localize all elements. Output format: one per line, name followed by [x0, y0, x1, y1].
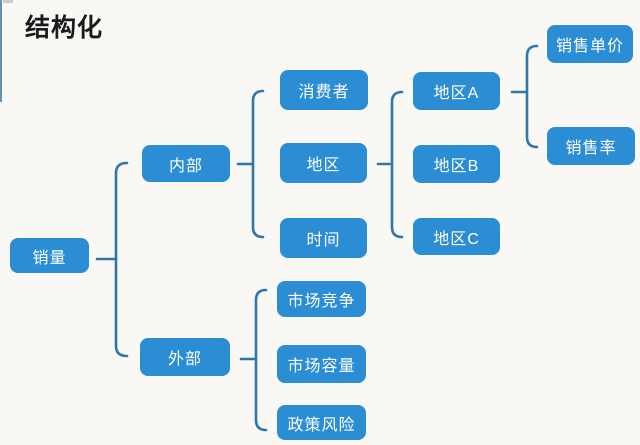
node-market-capacity[interactable]: 市场容量: [277, 345, 366, 383]
node-time[interactable]: 时间: [280, 218, 367, 258]
node-unit-price[interactable]: 销售单价: [547, 25, 633, 63]
connector-internal-bracket: [251, 89, 265, 239]
node-region-b[interactable]: 地区B: [413, 145, 500, 183]
node-external[interactable]: 外部: [140, 338, 230, 376]
node-sales-rate[interactable]: 销售率: [547, 127, 635, 165]
connector-region-bracket: [390, 90, 404, 239]
node-sales-volume[interactable]: 销量: [10, 238, 89, 273]
page-title: 结构化: [25, 14, 104, 42]
screen-edge-artifact: [0, 0, 2, 102]
node-region[interactable]: 地区: [280, 143, 367, 183]
node-market-competition[interactable]: 市场竞争: [277, 281, 366, 317]
connector-region-a-bracket: [525, 44, 539, 149]
connector-external-bracket: [254, 288, 268, 432]
screen-corner-smudge: [3, 0, 13, 3]
node-policy-risk[interactable]: 政策风险: [277, 405, 366, 440]
node-region-c[interactable]: 地区C: [413, 218, 500, 255]
node-internal[interactable]: 内部: [142, 145, 230, 182]
node-consumer[interactable]: 消费者: [280, 70, 368, 110]
node-region-a[interactable]: 地区A: [413, 72, 500, 110]
connector-root-bracket: [114, 161, 129, 358]
